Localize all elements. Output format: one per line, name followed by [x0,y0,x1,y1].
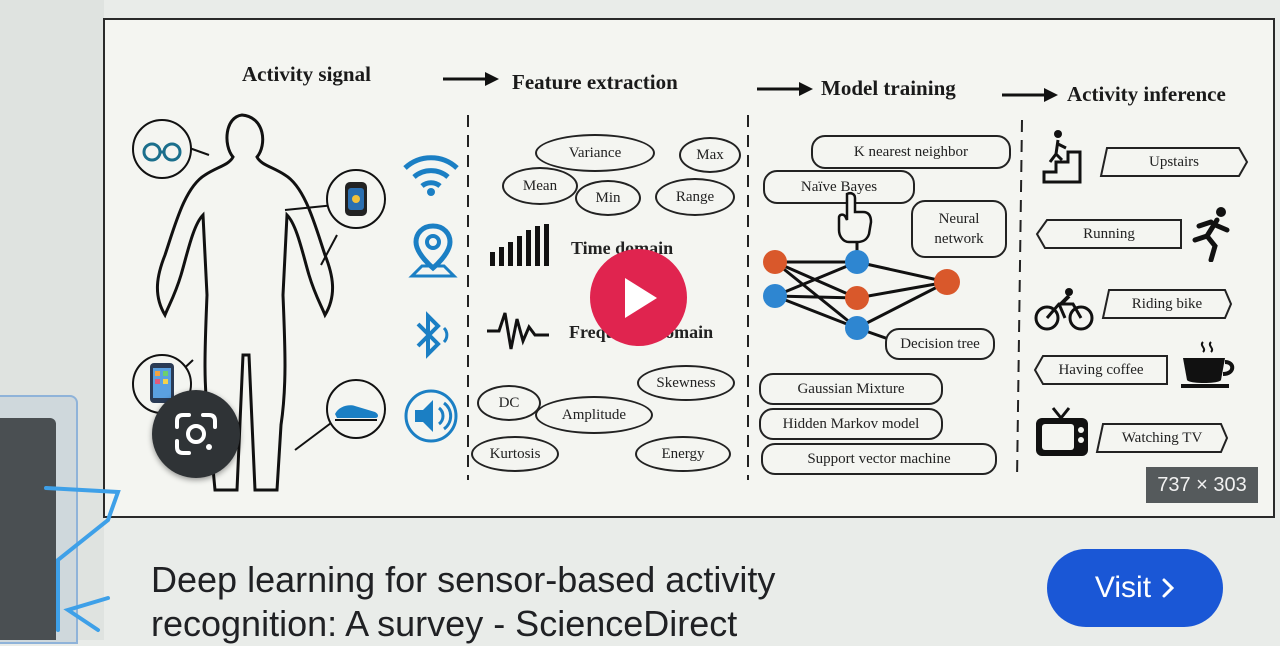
arrow-icon [757,82,813,96]
location-pin-icon [408,223,458,278]
feature-mean: Mean [502,167,578,205]
activity-upstairs: Upstairs [1099,146,1249,178]
chevron-right-icon [1162,578,1175,598]
feature-min: Min [575,180,641,216]
stage-activity-inference: Activity inference [1067,82,1226,106]
result-image[interactable]: Activity signal Feature extraction Model… [103,18,1275,518]
play-icon [624,277,657,318]
activity-watching-tv: Watching TV [1095,422,1229,454]
visit-label: Visit [1094,571,1152,604]
wifi-icon [403,155,459,196]
feature-dc: DC [477,385,541,421]
feature-amplitude: Amplitude [535,396,653,434]
model-neural-network: Neural network [911,200,1007,258]
bike-icon [1034,288,1094,331]
model-decision-tree: Decision tree [885,328,995,360]
hand-cursor-icon [837,191,873,244]
model-knn: K nearest neighbor [811,135,1011,169]
feature-max: Max [679,137,741,173]
feature-range: Range [655,178,735,216]
speaker-icon [404,389,458,443]
arrow-icon [443,72,499,86]
activity-running: Running [1035,218,1183,250]
activity-riding-bike: Riding bike [1101,288,1233,320]
previous-result-thumbnail[interactable] [0,418,56,640]
model-svm: Support vector machine [761,443,997,475]
arrow-icon [1002,88,1058,102]
stage-model-training: Model training [821,76,956,100]
neural-network-diagram [763,236,960,342]
time-domain-bars-icon [490,224,549,266]
tv-icon [1036,407,1088,456]
stage-feature-extraction: Feature extraction [512,70,678,94]
human-body-icon [155,113,338,492]
google-lens-button[interactable] [152,390,240,478]
stage-activity-signal: Activity signal [242,62,371,86]
lens-icon [175,413,217,455]
smartwatch-icon [326,169,386,229]
play-button[interactable] [590,249,687,346]
model-hidden-markov: Hidden Markov model [759,408,943,440]
bluetooth-icon [416,311,449,359]
pen-annotation [44,486,121,632]
running-person-icon [1192,207,1230,262]
feature-energy: Energy [635,436,731,472]
frequency-wave-icon [487,312,549,350]
feature-kurtosis: Kurtosis [471,436,559,472]
stairs-walker-icon [1042,130,1082,184]
feature-skewness: Skewness [637,365,735,401]
coffee-cup-icon [1181,341,1235,388]
activity-having-coffee: Having coffee [1033,354,1169,386]
model-naive-bayes: Naïve Bayes [763,170,915,204]
model-gaussian-mixture: Gaussian Mixture [759,373,943,405]
shoe-icon [326,379,386,439]
image-size-badge: 737 × 303 [1146,467,1258,503]
glasses-icon [132,119,192,179]
result-title[interactable]: Deep learning for sensor-based activity … [151,559,776,644]
stage-dividers [467,115,1023,481]
feature-variance: Variance [535,134,655,172]
visit-button[interactable]: Visit [1047,549,1223,627]
